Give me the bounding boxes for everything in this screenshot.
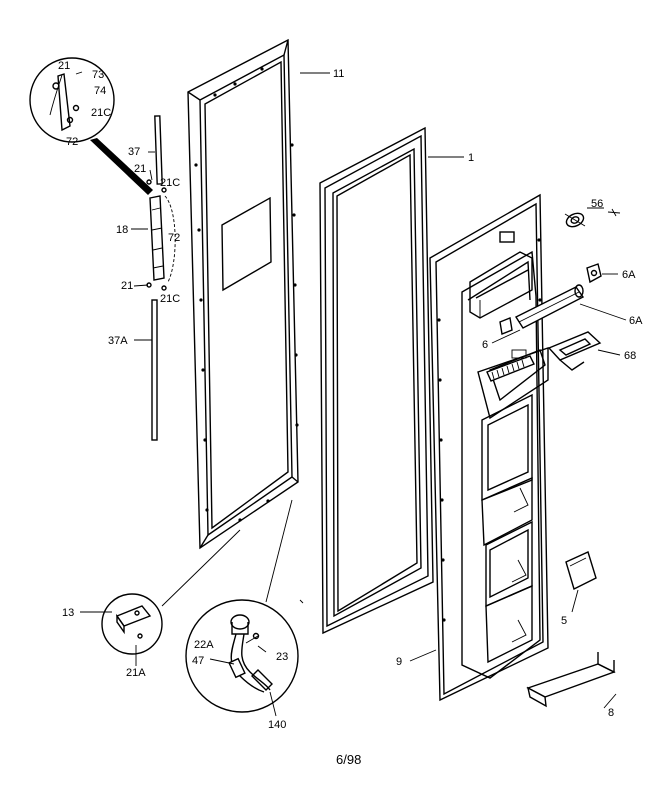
hinge-strip-37: [154, 115, 163, 185]
label-21-low: 21: [121, 280, 133, 292]
hinge-18: [149, 195, 176, 283]
label-72: 72: [168, 232, 180, 244]
label-23: 23: [276, 651, 288, 663]
door-gasket: [319, 126, 434, 635]
label-6a-left: 6A: [629, 315, 643, 327]
hinge-detail-inset: [29, 57, 153, 195]
leader-lines: [80, 72, 627, 717]
label-21-mid: 21: [134, 163, 146, 175]
page-code: 6/98: [336, 752, 361, 767]
label-74: 74: [94, 85, 106, 97]
drip-tray-pad: [565, 551, 597, 590]
actuator-bar: [514, 284, 585, 329]
label-37: 37: [128, 146, 140, 158]
wire-harness-inset: [185, 499, 299, 713]
hinge-strip-37a: [151, 299, 158, 441]
drip-tray: [526, 652, 616, 708]
dispenser-lever: [547, 331, 602, 371]
label-5: 5: [561, 615, 567, 627]
cam-knob-part: [564, 208, 621, 228]
label-11: 11: [333, 68, 344, 80]
label-13: 13: [62, 607, 74, 619]
label-8: 8: [608, 707, 614, 719]
label-47: 47: [192, 655, 204, 667]
label-21-top: 21: [58, 60, 70, 72]
label-73: 73: [92, 69, 104, 81]
label-68: 68: [624, 350, 636, 362]
label-21c-b: 21C: [160, 293, 180, 305]
bracket-detail-inset: [101, 529, 241, 655]
inner-door-liner: [429, 193, 549, 702]
label-72-inset: 72: [66, 136, 78, 148]
label-6: 6: [482, 339, 488, 351]
label-9: 9: [396, 656, 402, 668]
outer-door-panel: [187, 38, 299, 550]
label-21a: 21A: [126, 667, 146, 679]
dispenser-grille: [486, 349, 535, 382]
label-37a: 37A: [108, 335, 128, 347]
label-22a: 22A: [194, 639, 214, 651]
label-21c-a: 21C: [160, 177, 180, 189]
label-140: 140: [268, 719, 286, 731]
label-21c-inset: 21C: [91, 107, 111, 119]
clip-6: [499, 317, 513, 335]
bracket-6a: [586, 263, 602, 284]
label-6a-right: 6A: [622, 269, 636, 281]
callout-labels: 21 73 74 21C 72 37 21 21C 18 72 21 21C 3…: [58, 60, 643, 731]
label-56: 56: [591, 198, 603, 210]
label-18: 18: [116, 224, 128, 236]
label-1: 1: [468, 152, 474, 164]
